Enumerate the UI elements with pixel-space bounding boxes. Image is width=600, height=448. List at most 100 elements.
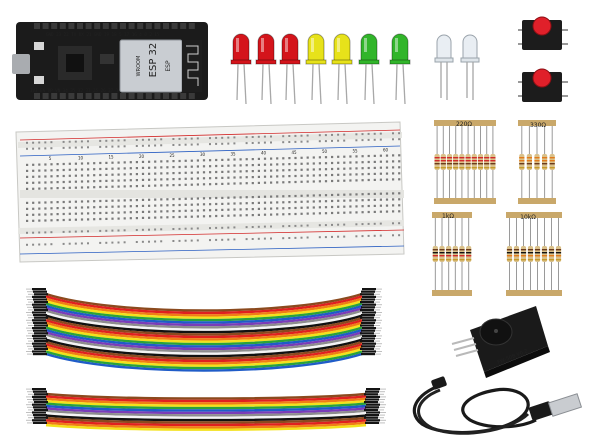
jumper-wire [45, 331, 363, 351]
esp32-bottom-pin-labels: 3V3 EN VP VN 34 35 32 33 25 26 27 14 12 … [30, 88, 146, 93]
jumper-wire [45, 340, 363, 360]
jumper-wire [45, 300, 363, 319]
jumper-wire [45, 416, 367, 424]
jumper-wire [45, 321, 363, 341]
push-button [518, 16, 568, 50]
jumper-wire [45, 328, 363, 348]
header-pin [85, 93, 92, 99]
column-number: 60 [383, 148, 389, 153]
jumper-wire [45, 414, 367, 422]
column-number: 45 [291, 150, 297, 155]
micro-usb-port [12, 54, 30, 74]
jumper-wire [45, 404, 367, 412]
jumper-wire [45, 343, 363, 363]
jumper-wire [45, 316, 363, 336]
jumper-wire [45, 407, 367, 415]
esp32-board: GND 23 22 TX RX 21 GND 19 18 5 17 16 4 0… [12, 22, 208, 100]
jumper-wire [45, 402, 367, 410]
header-pin [51, 93, 58, 99]
header-pin [128, 93, 135, 99]
buzzer-module: FW-50B V0.2 [451, 306, 550, 378]
led-yellow [305, 33, 327, 105]
header-pin [77, 93, 83, 99]
header-pin [94, 93, 101, 99]
column-number: 20 [139, 154, 145, 159]
resistor-pack [518, 120, 556, 204]
jumper-wire [45, 409, 367, 417]
jumper-wire [45, 292, 363, 312]
resistor-pack [506, 212, 562, 296]
led-green [389, 33, 411, 105]
clear-led [460, 34, 480, 100]
header-pin [102, 23, 109, 29]
header-pin [59, 23, 66, 29]
header-pin [111, 93, 118, 99]
header-pin [111, 23, 118, 29]
header-pin [59, 93, 66, 99]
header-pin [163, 23, 169, 29]
column-number: 30 [200, 152, 206, 157]
esp32-top-header [34, 23, 195, 29]
column-number: 35 [230, 152, 236, 157]
usb-a-plug [528, 393, 583, 421]
column-number: 15 [108, 155, 114, 160]
header-pin [137, 23, 144, 29]
esp32-bottom-header [34, 93, 195, 99]
micro-usb-plug [431, 376, 447, 390]
resistor-pack-label-220: 220Ω [456, 121, 472, 128]
jumper-wire [45, 297, 363, 317]
header-pin [145, 23, 152, 29]
header-pin [42, 23, 49, 29]
header-pin [180, 93, 187, 99]
jumper-wire [45, 312, 363, 331]
header-pin [145, 93, 152, 99]
header-pin [171, 23, 178, 29]
jumper-wire [45, 348, 363, 367]
boot-button [34, 42, 44, 50]
led-red [279, 33, 301, 105]
resistor-pack-label-330: 330Ω [530, 122, 546, 129]
led-green [358, 33, 380, 105]
jumper-wire [45, 395, 367, 403]
jumper-wire [45, 400, 367, 407]
jumper-wire [45, 345, 363, 365]
header-pin [102, 93, 109, 99]
jumper-wire [45, 309, 363, 329]
header-pin [154, 23, 161, 29]
header-pin [120, 23, 126, 29]
esp32-top-pin-labels: GND 23 22 TX RX 21 GND 19 18 5 17 16 4 0… [46, 32, 160, 37]
jumper-wire [45, 419, 367, 427]
usb-cable [412, 376, 583, 435]
led-yellow [331, 33, 353, 105]
clear-led [434, 34, 454, 100]
column-number: 55 [352, 148, 358, 153]
resistor-pack-label-1k: 1kΩ [442, 213, 454, 220]
header-pin [188, 93, 195, 99]
jumper-wire [45, 412, 367, 419]
jumper-wire [45, 421, 367, 429]
esp32-brand-mark: ESP [165, 60, 172, 72]
led-red [230, 33, 252, 105]
jumper-wire [45, 392, 367, 400]
header-pin [171, 93, 178, 99]
led-row [230, 33, 411, 105]
jumper-wire [45, 350, 363, 370]
header-pin [128, 23, 135, 29]
header-pin [180, 23, 187, 29]
jumper-wire-bundle-bottom [26, 388, 386, 431]
jumper-wire [45, 302, 363, 322]
header-pin [34, 93, 40, 99]
header-pin [34, 23, 40, 29]
header-pin [85, 23, 92, 29]
clear-led-pair [434, 34, 480, 100]
header-pin [188, 23, 195, 29]
resistor-pack [434, 120, 496, 204]
jumper-wire [45, 352, 363, 372]
column-number: 50 [322, 149, 328, 154]
jumper-wire [45, 324, 363, 343]
resistor-packs [432, 120, 562, 296]
jumper-wire [45, 295, 363, 315]
header-pin [68, 93, 75, 99]
